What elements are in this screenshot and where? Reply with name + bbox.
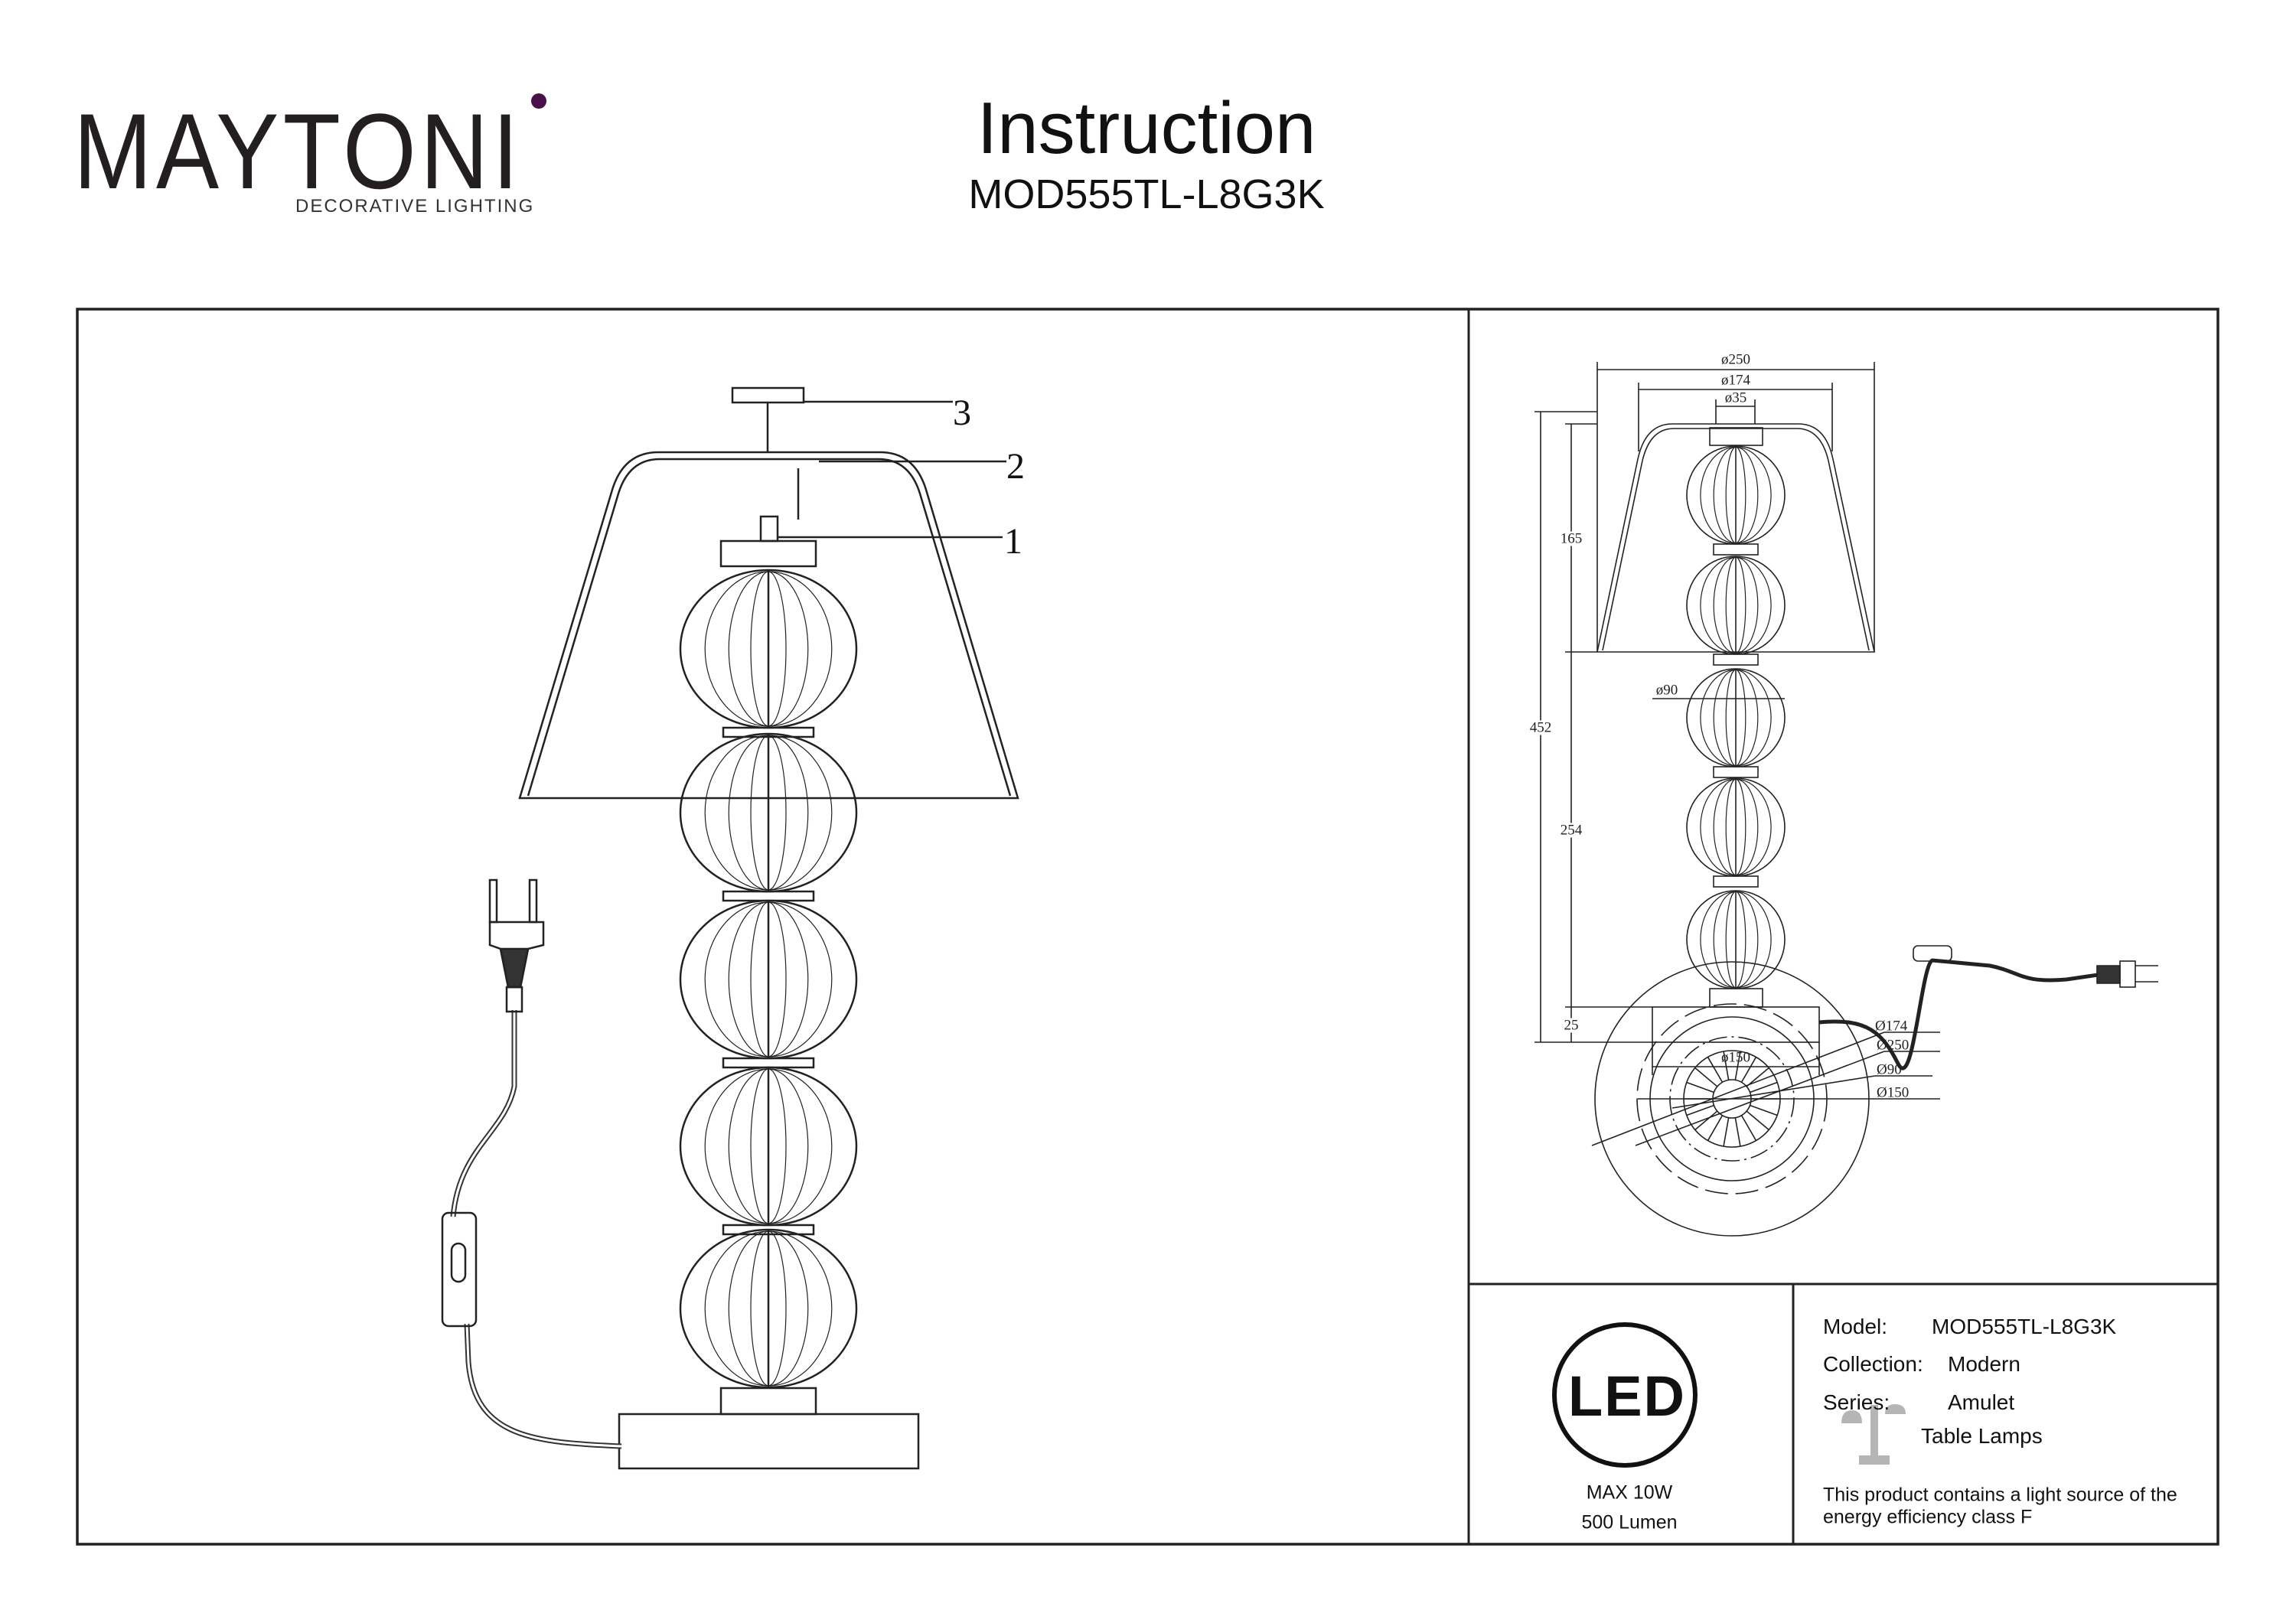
- lumen-rating: 500 Lumen: [1581, 1511, 1678, 1533]
- spacer-ring: [1713, 766, 1759, 778]
- top-view-spoke: [1723, 1051, 1730, 1080]
- dim-shade-diameter: ø250: [1721, 351, 1750, 368]
- brand-logo-text: MAYTONI: [73, 91, 523, 211]
- top-view-spoke: [1707, 1115, 1724, 1141]
- top-view-spoke: [1750, 1104, 1778, 1116]
- logo-dot: [531, 93, 546, 109]
- canopy-part: [731, 386, 805, 404]
- collection-value: Modern: [1948, 1352, 2020, 1376]
- top-view-spoke: [1686, 1081, 1714, 1093]
- top-dim-174: Ø174: [1875, 1018, 1908, 1035]
- model-label: Model:: [1823, 1315, 1888, 1338]
- lamp-shade: [518, 451, 1019, 800]
- top-cap: [719, 539, 817, 568]
- top-view-spoke: [1686, 1104, 1714, 1116]
- top-view-spoke: [1694, 1110, 1718, 1131]
- dim-shade-top-diameter: ø174: [1721, 372, 1750, 389]
- page-title: Instruction: [977, 87, 1316, 169]
- dim-ball-diameter: ø90: [1655, 682, 1678, 699]
- spacer-ring: [1713, 543, 1759, 556]
- dim-base-height: 25: [1564, 1017, 1579, 1034]
- part-label-3: 3: [953, 393, 971, 433]
- model-code-heading: MOD555TL-L8G3K: [968, 171, 1325, 217]
- top-view-spoke: [1740, 1115, 1757, 1141]
- energy-text-line1: This product contains a light source of …: [1823, 1484, 2177, 1506]
- power-rating: MAX 10W: [1586, 1481, 1673, 1504]
- top-view-spoke: [1750, 1081, 1778, 1093]
- collection-label: Collection:: [1823, 1352, 1923, 1376]
- top-view-spoke: [1746, 1067, 1769, 1087]
- energy-text-line2: energy efficiency class F: [1823, 1506, 2033, 1528]
- model-value: MOD555TL-L8G3K: [1932, 1315, 2117, 1338]
- top-view-spoke: [1694, 1067, 1718, 1087]
- top-view-spoke: [1734, 1051, 1741, 1080]
- outer-frame: [76, 308, 2219, 1546]
- lamp-base: [618, 1413, 920, 1470]
- top-dim-90: Ø90: [1877, 1061, 1902, 1078]
- category-label: Table Lamps: [1921, 1424, 2043, 1448]
- spacer-ring: [722, 1057, 815, 1069]
- spacer-ring: [722, 890, 815, 902]
- top-view-spoke: [1723, 1117, 1730, 1147]
- top-view-drawing: [1591, 961, 1940, 1237]
- led-badge-text: LED: [1568, 1364, 1686, 1428]
- top-view-spoke: [1740, 1057, 1757, 1083]
- top-view-spoke: [1734, 1117, 1741, 1147]
- table-lamp-icon: [1841, 1404, 1906, 1465]
- dim-canopy-diameter: ø35: [1724, 389, 1747, 406]
- threaded-stud: [759, 515, 779, 543]
- top-dim-150: Ø150: [1877, 1084, 1910, 1101]
- assembly-lamp-drawing: [441, 386, 1019, 1470]
- spacer-ring: [1713, 875, 1759, 888]
- top-view-spoke: [1746, 1110, 1769, 1131]
- dimension-lamp-drawing: [1534, 362, 2158, 1075]
- inline-switch: [441, 1211, 478, 1328]
- top-view-spoke: [1707, 1057, 1724, 1083]
- part-label-2: 2: [1006, 446, 1025, 487]
- part-label-1: 1: [1004, 521, 1022, 562]
- dim-shade-height: 165: [1560, 530, 1583, 547]
- series-value: Amulet: [1948, 1390, 2015, 1414]
- dim-base-diameter: ø150: [1721, 1049, 1750, 1066]
- spacer-ring: [1713, 653, 1759, 666]
- top-dim-250: Ø250: [1877, 1037, 1910, 1054]
- dim-body-height: 254: [1560, 822, 1583, 839]
- series-label: Series:: [1823, 1390, 1890, 1414]
- brand-tagline: DECORATIVE LIGHTING: [295, 196, 535, 217]
- led-badge-circle: [1552, 1322, 1698, 1468]
- dim-total-height: 452: [1529, 719, 1552, 736]
